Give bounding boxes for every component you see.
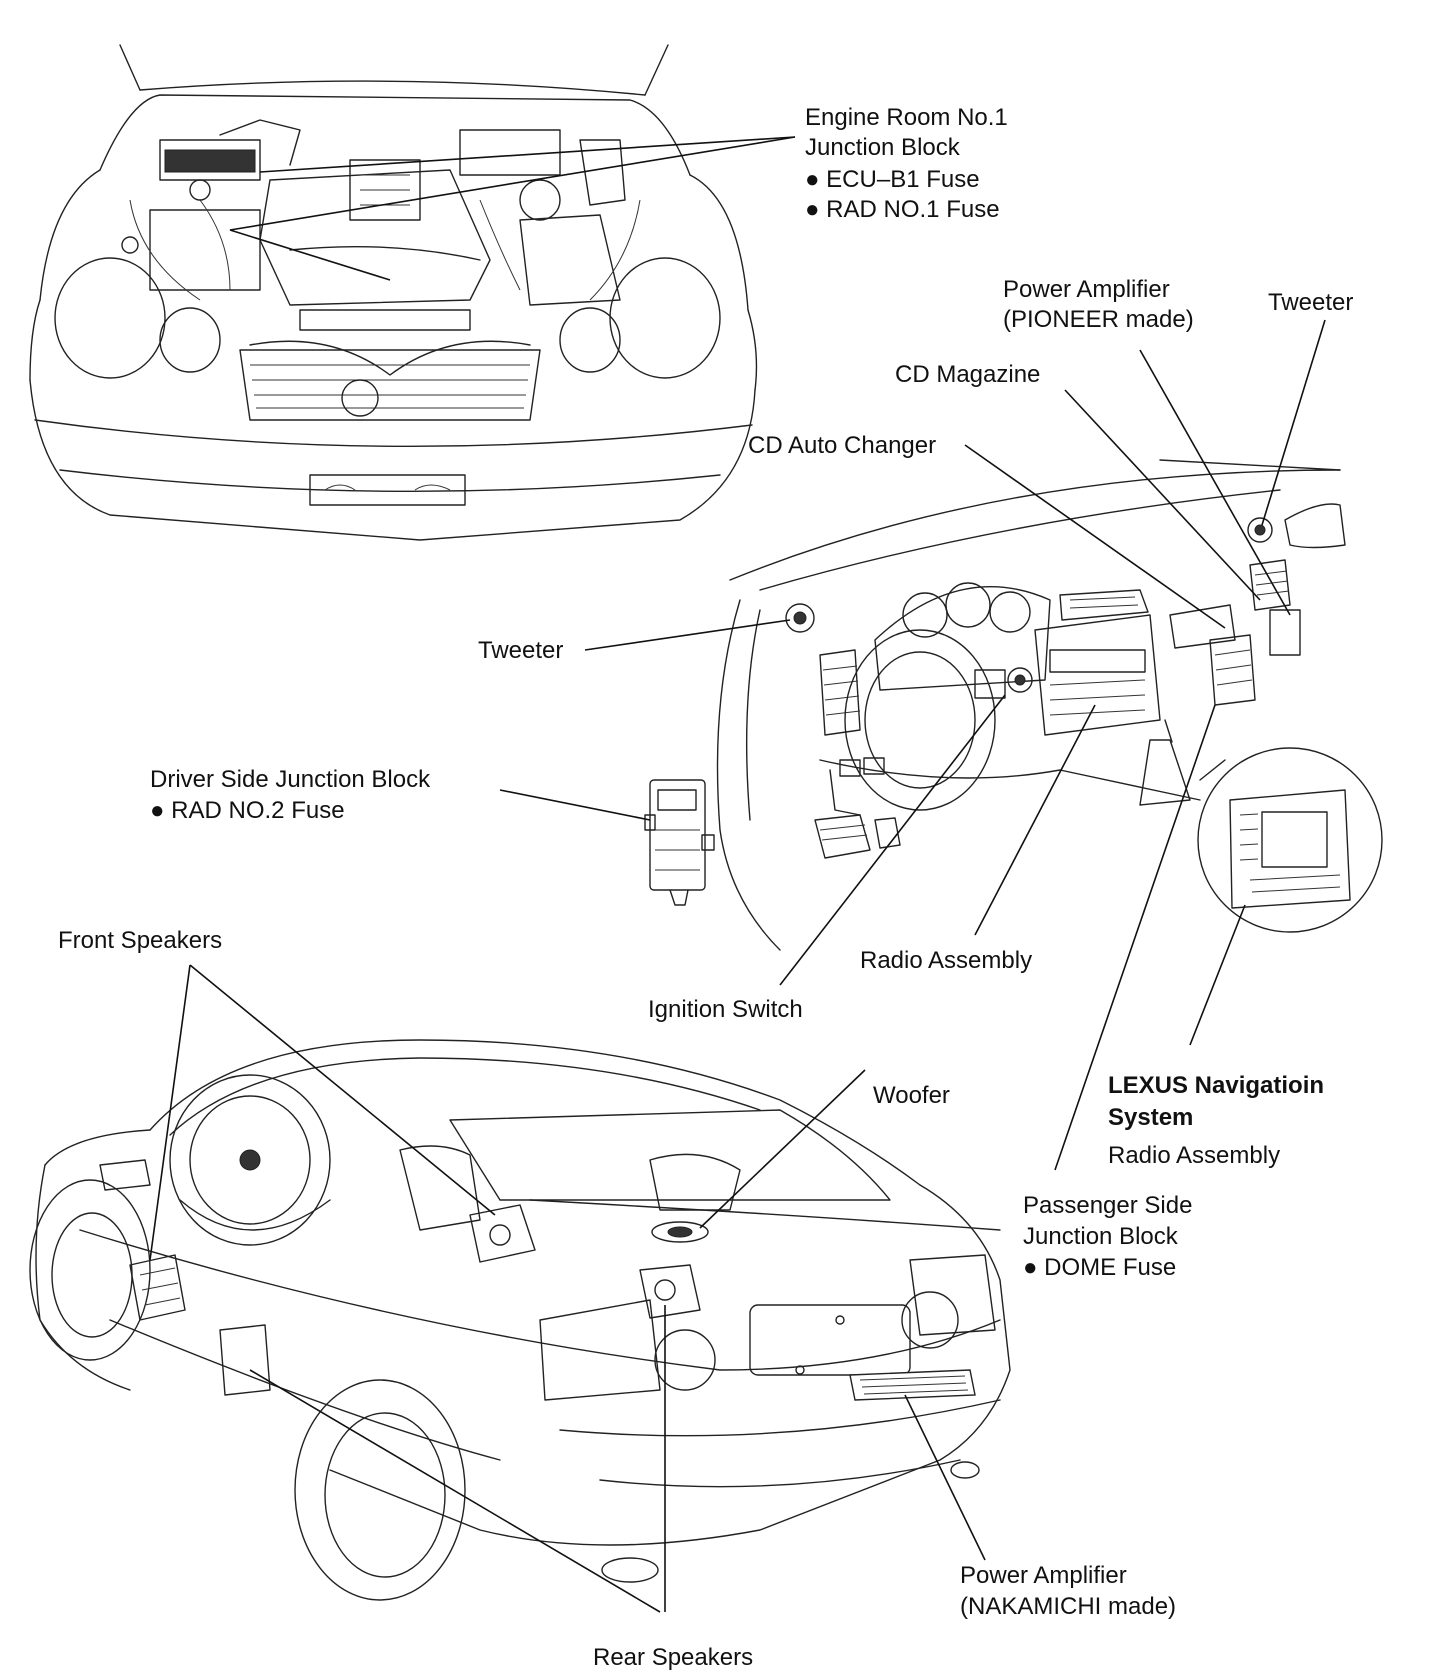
label-rad-no2-fuse: ● RAD NO.2 Fuse bbox=[150, 797, 345, 824]
label-woofer: Woofer bbox=[873, 1082, 950, 1109]
leader-cd-auto-changer bbox=[964, 444, 1226, 629]
label-ecu-b1-fuse: ● ECU–B1 Fuse bbox=[805, 166, 980, 193]
leader-nakamichi-amp bbox=[904, 1394, 986, 1561]
leader-driver-side-jb bbox=[499, 789, 651, 821]
label-rad-no1-fuse: ● RAD NO.1 Fuse bbox=[805, 196, 1000, 223]
label-passenger-side-jb-2: Junction Block bbox=[1023, 1223, 1179, 1250]
label-nakamichi-amp-2: (NAKAMICHI made) bbox=[960, 1593, 1176, 1620]
leader-cd-magazine bbox=[1064, 389, 1261, 601]
label-engine-room-jb-1: Engine Room No.1 bbox=[805, 104, 1008, 131]
leader-engine-room-jb bbox=[259, 136, 796, 173]
label-nakamichi-amp-1: Power Amplifier bbox=[960, 1562, 1127, 1589]
label-rear-speakers: Rear Speakers bbox=[593, 1644, 753, 1671]
leader-radio-assembly bbox=[974, 704, 1096, 936]
leader-woofer bbox=[699, 1069, 866, 1229]
leader-nav-system bbox=[1189, 904, 1246, 1046]
label-lexus-nav-2: System bbox=[1108, 1104, 1193, 1131]
label-tweeter-right: Tweeter bbox=[1268, 289, 1353, 316]
leader-tweeter-left bbox=[584, 619, 791, 651]
leader-lines bbox=[149, 136, 1326, 1613]
dashboard-illustration bbox=[644, 459, 1383, 951]
label-ignition-switch: Ignition Switch bbox=[648, 996, 803, 1023]
front-car-illustration bbox=[29, 44, 758, 541]
leader-front-speakers-2 bbox=[189, 964, 496, 1216]
label-pioneer-amp-2: (PIONEER made) bbox=[1003, 306, 1194, 333]
label-tweeter-left: Tweeter bbox=[478, 637, 563, 664]
label-pioneer-amp-1: Power Amplifier bbox=[1003, 276, 1170, 303]
leader-ignition-switch bbox=[779, 694, 1006, 986]
labels: Engine Room No.1 Junction Block ● ECU–B1… bbox=[58, 104, 1353, 1671]
rear-car-illustration bbox=[29, 1039, 1011, 1601]
label-engine-room-jb-2: Junction Block bbox=[805, 134, 961, 161]
leader-engine-room-jb-2 bbox=[229, 136, 796, 281]
label-front-speakers: Front Speakers bbox=[58, 927, 222, 954]
leader-pioneer-amp bbox=[1139, 349, 1291, 616]
label-dome-fuse: ● DOME Fuse bbox=[1023, 1254, 1176, 1281]
label-lexus-nav-1: LEXUS Navigatioin bbox=[1108, 1072, 1324, 1099]
label-cd-magazine: CD Magazine bbox=[895, 361, 1040, 388]
leader-passenger-side-jb bbox=[1054, 704, 1216, 1171]
label-passenger-side-jb-1: Passenger Side bbox=[1023, 1192, 1192, 1219]
label-driver-side-jb: Driver Side Junction Block bbox=[150, 766, 431, 793]
label-lexus-nav-3: Radio Assembly bbox=[1108, 1142, 1280, 1169]
label-radio-assembly: Radio Assembly bbox=[860, 947, 1032, 974]
leader-rear-speakers-2 bbox=[249, 1369, 661, 1613]
leader-front-speakers-1 bbox=[149, 964, 191, 1261]
leader-tweeter-right bbox=[1261, 319, 1326, 526]
label-cd-auto-changer: CD Auto Changer bbox=[748, 432, 936, 459]
